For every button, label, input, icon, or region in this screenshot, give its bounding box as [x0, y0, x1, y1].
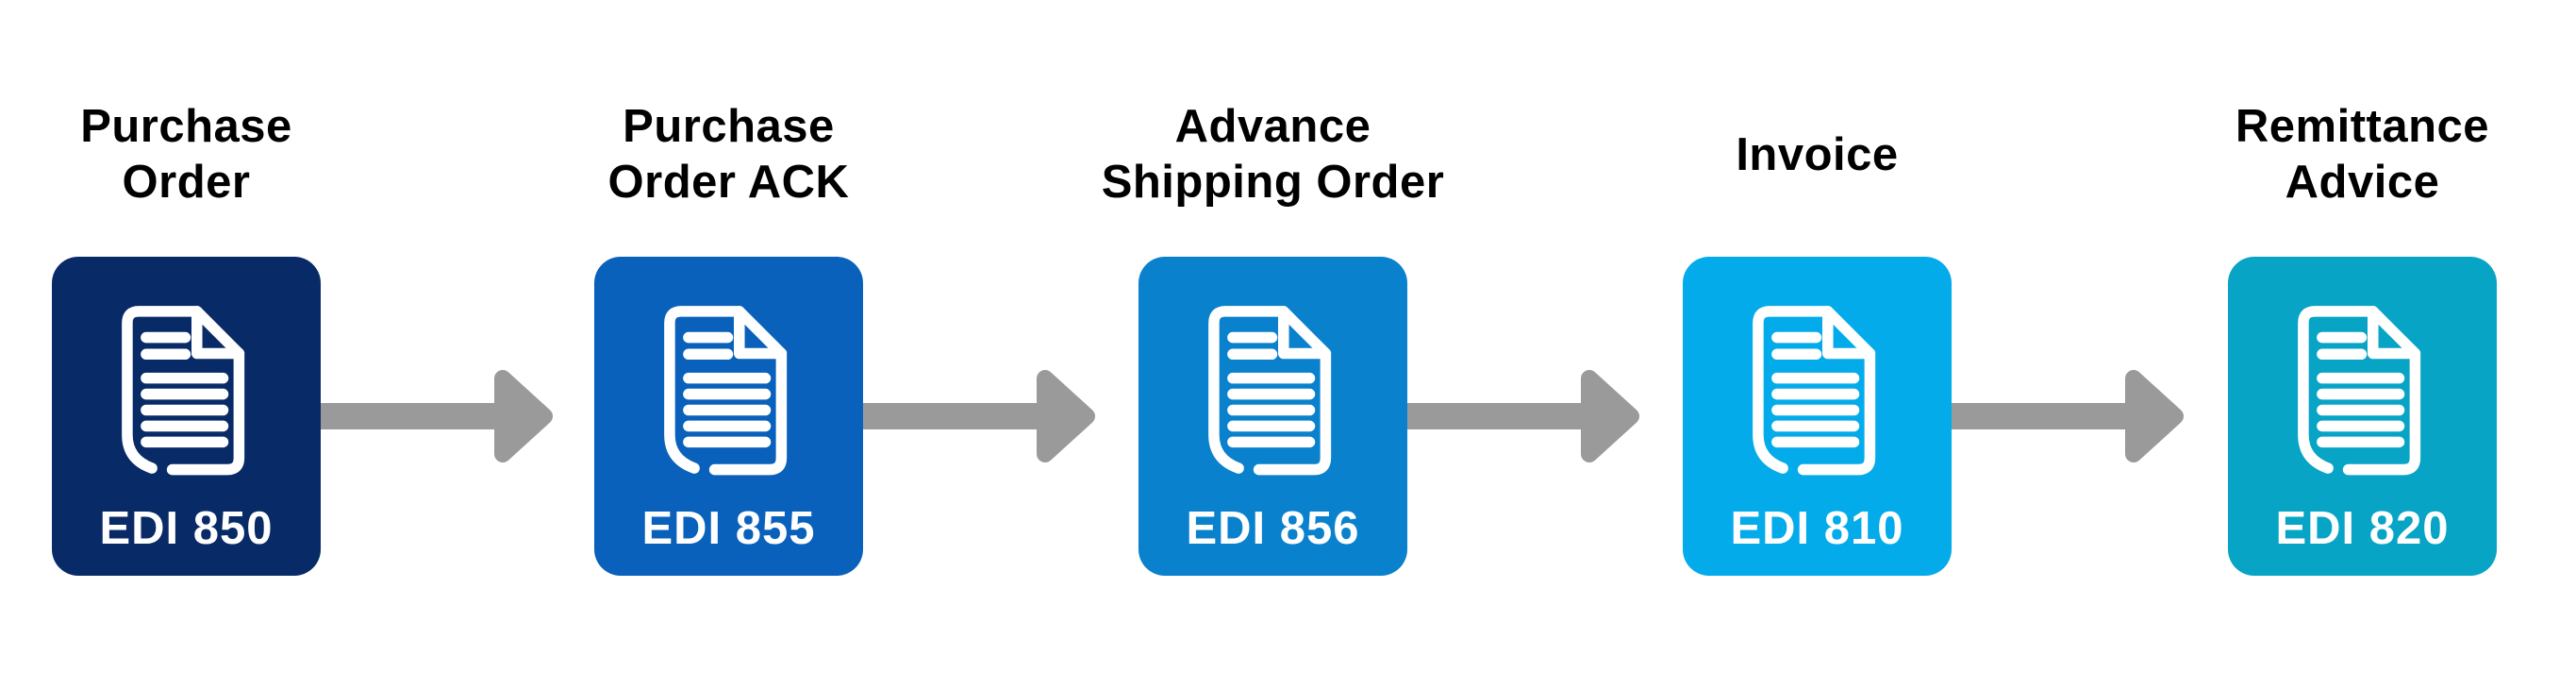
step-title: Invoice	[1736, 128, 1899, 180]
arrow-shaft	[1407, 403, 1588, 429]
step-remittance-advice: Remittance Advice EDI 820	[2228, 0, 2497, 689]
edi-code-label: EDI 820	[2275, 503, 2450, 554]
flow-arrow	[1952, 366, 2184, 466]
arrow-right-icon	[1037, 370, 1095, 462]
step-advance-shipping-order: Advance Shipping Order EDI 856	[1102, 0, 1444, 689]
arrow-shaft	[863, 403, 1044, 429]
step-title: Advance Shipping Order	[1101, 101, 1445, 208]
step-card: EDI 850	[52, 257, 321, 576]
document-icon	[663, 306, 787, 476]
document-icon	[2297, 306, 2420, 476]
arrow-right-icon	[1581, 370, 1639, 462]
edi-code-label: EDI 810	[1730, 503, 1904, 554]
arrow-shaft	[1952, 403, 2133, 429]
step-purchase-order-ack: Purchase Order ACK EDI 855	[594, 0, 863, 689]
step-card: EDI 810	[1683, 257, 1952, 576]
step-title: Remittance Advice	[2235, 101, 2490, 208]
document-icon	[121, 306, 244, 476]
flow-arrow	[863, 366, 1095, 466]
step-card: EDI 820	[2228, 257, 2497, 576]
arrow-right-icon	[494, 370, 553, 462]
edi-code-label: EDI 856	[1186, 503, 1360, 554]
document-icon	[1207, 306, 1331, 476]
step-invoice: Invoice EDI 810	[1683, 0, 1952, 689]
step-title: Purchase Order	[80, 101, 292, 208]
flow-arrow	[1407, 366, 1639, 466]
step-card: EDI 855	[594, 257, 863, 576]
step-title: Purchase Order ACK	[607, 101, 850, 208]
flow-arrow	[321, 366, 553, 466]
document-icon	[1752, 306, 1875, 476]
edi-code-label: EDI 850	[99, 503, 274, 554]
arrow-right-icon	[2125, 370, 2184, 462]
step-card: EDI 856	[1138, 257, 1407, 576]
arrow-shaft	[321, 403, 502, 429]
step-purchase-order: Purchase Order EDI 850	[52, 0, 321, 689]
edi-code-label: EDI 855	[641, 503, 816, 554]
